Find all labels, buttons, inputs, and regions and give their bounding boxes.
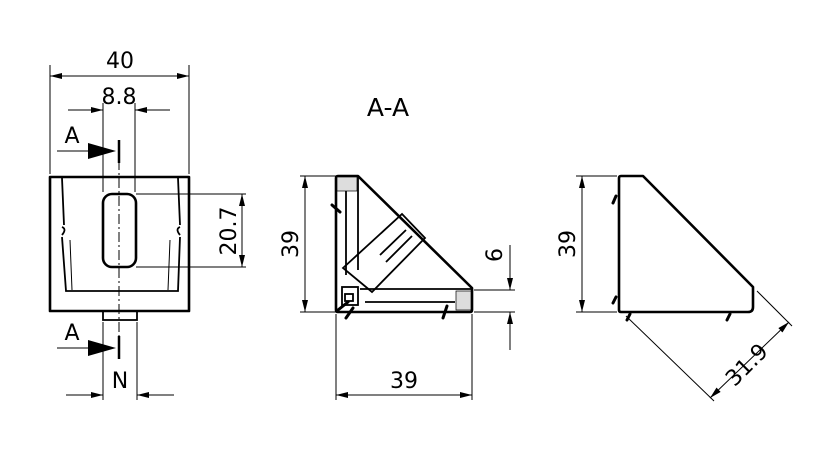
section-rib <box>341 212 427 294</box>
section-outline <box>334 174 474 314</box>
side-dim-diagonal: 31.9 <box>721 339 773 391</box>
section-label-bottom: A <box>64 321 79 346</box>
section-view: 39 39 6 <box>279 174 515 400</box>
front-inner-channel <box>61 177 181 292</box>
section-arrow-bottom: A <box>57 321 121 359</box>
slot <box>101 192 138 269</box>
front-view: 40 8.8 20.7 A A N <box>48 49 246 400</box>
section-arrow-top: A <box>57 124 121 163</box>
dim-n: N <box>112 369 128 394</box>
section-label-top: A <box>64 124 79 149</box>
section-title: A-A <box>367 93 409 122</box>
front-tab <box>102 310 138 321</box>
dim-20-7: 20.7 <box>217 207 242 256</box>
section-dim-thickness: 6 <box>483 248 508 262</box>
side-outline <box>617 174 755 314</box>
side-dim-height: 39 <box>556 230 581 258</box>
section-dim-height: 39 <box>279 230 304 258</box>
section-dim-width: 39 <box>390 369 418 394</box>
side-view: 39 31.9 <box>556 174 793 402</box>
dim-40: 40 <box>106 49 134 74</box>
dim-8-8: 8.8 <box>102 85 137 110</box>
